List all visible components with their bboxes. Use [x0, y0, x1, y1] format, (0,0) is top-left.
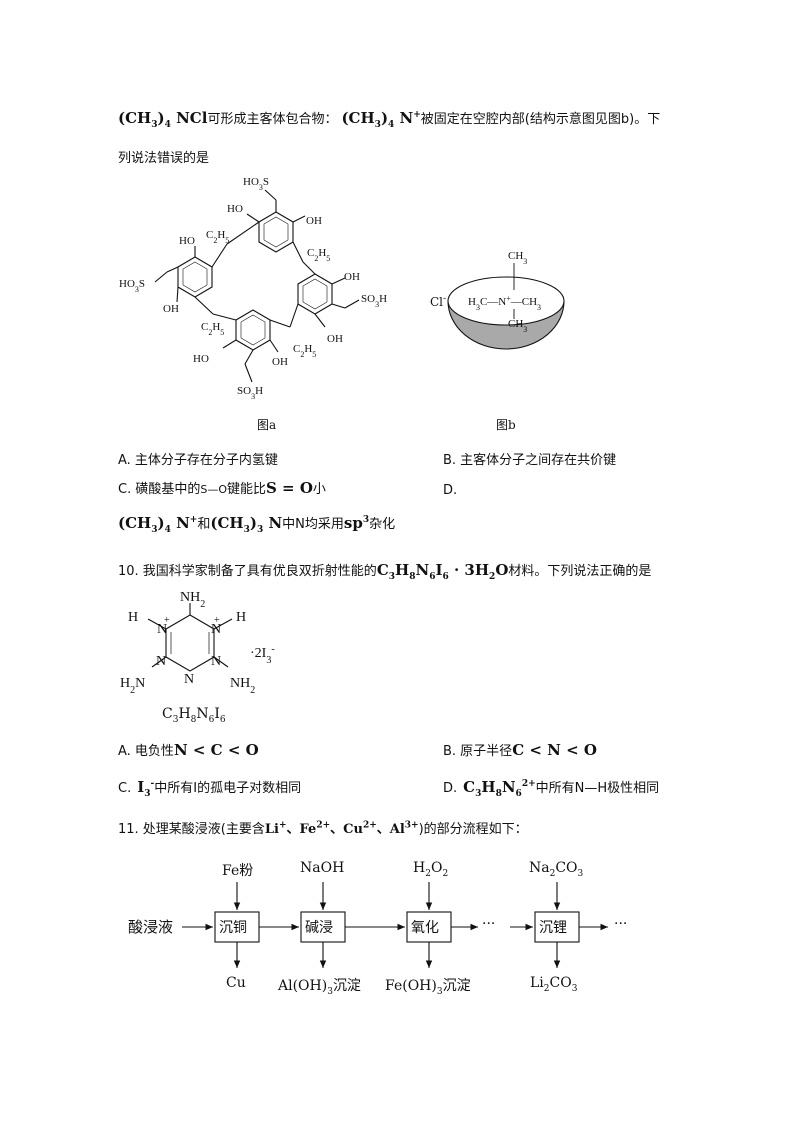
svg-text:H: H — [236, 610, 246, 625]
q10-option-b-prefix: B. 原子半径 — [443, 744, 513, 759]
svg-text:OH: OH — [163, 303, 179, 315]
svg-text:OH: OH — [344, 271, 360, 283]
q9-option-d-body: (CH3)4 N+和(CH3)3 N中N均采用sp3杂化 — [118, 513, 395, 535]
q10-option-d: D. C3H8N62+中所有N—H极性相同 — [443, 777, 659, 799]
svg-text:N: N — [156, 654, 166, 669]
q9-option-d-suffix-a: 中N均采用 — [282, 517, 344, 532]
svg-text:HO: HO — [179, 235, 195, 247]
figure-a-caption: 图a — [257, 418, 277, 432]
q9-option-a: A. 主体分子存在分子内氢键 — [118, 453, 278, 468]
q9-option-c-formula: S = O — [266, 479, 313, 497]
figure-a-calixarene: HO3S HO OH C2H5 C2H5 HO HO3S OH OH SO3H … — [119, 176, 387, 401]
q9-option-d-formula-a: (CH3)4 N+ — [118, 514, 198, 535]
flow-ellipsis-1: ··· — [482, 916, 496, 932]
flow-reagent-naoh: NaOH — [300, 860, 345, 876]
svg-text:C2H5: C2H5 — [293, 343, 316, 359]
q9-option-c-mid: 键能比 — [226, 482, 266, 497]
svg-text:SO3H: SO3H — [237, 385, 263, 401]
svg-text:NH2: NH2 — [180, 590, 205, 610]
figure-b-host-guest: CH3 H3C—N+—CH3 CH3 — [447, 250, 565, 350]
q9-stem-text-b: 被固定在空腔内部(结构示意图见图b)。下 — [420, 112, 661, 127]
svg-text:HO3S: HO3S — [119, 278, 145, 294]
flow-product-cu: Cu — [226, 975, 246, 991]
svg-text:H2N: H2N — [120, 676, 145, 696]
q11-stem-a: 11. 处理某酸浸液(主要含 — [118, 822, 265, 837]
q9-stem-text-a: 可形成主客体包合物： — [207, 112, 338, 127]
svg-text:H: H — [128, 610, 138, 625]
q11-ions: Li+、Fe2+、Cu2+、Al3+ — [264, 820, 419, 837]
svg-text:C2H5: C2H5 — [206, 229, 229, 245]
flow-step-alkali: 碱浸 — [305, 920, 333, 936]
q10-option-c: C. I3-中所有I的孤电子对数相同 — [118, 777, 301, 799]
flow-start: 酸浸液 — [128, 918, 174, 936]
figure-b-chloride: Cl- — [430, 294, 447, 309]
q10-option-a-formula: N < C < O — [173, 741, 259, 759]
q10-structure-caption: C3H8N6I6 — [162, 706, 226, 725]
svg-text:OH: OH — [306, 215, 322, 227]
svg-text:H3C—N+—CH3: H3C—N+—CH3 — [468, 294, 541, 312]
q9-option-c-suffix: 小 — [312, 482, 326, 497]
q11-stem: 11. 处理某酸浸液(主要含Li+、Fe2+、Cu2+、Al3+)的部分流程如下… — [118, 818, 528, 837]
q9-option-c-bond: S—O — [200, 483, 227, 496]
q10-stem: 10. 我国科学家制备了具有优良双折射性能的C3H8N6I6 · 3H2O材料。… — [118, 560, 651, 582]
q10-option-d-formula: C3H8N62+ — [463, 778, 536, 799]
q10-option-c-suffix: 中所有I的孤电子对数相同 — [154, 781, 302, 796]
q10-stem-b: 材料。下列说法正确的是 — [508, 564, 652, 579]
formula-tma-cation: (CH3)4 N+ — [341, 109, 421, 130]
flow-ellipsis-2: ··· — [614, 916, 628, 932]
svg-text:NH2: NH2 — [230, 676, 255, 696]
svg-text:N: N — [211, 622, 221, 637]
svg-text:C2H5: C2H5 — [307, 247, 330, 263]
q9-option-c-prefix: C. 磺酸基中的 — [118, 482, 201, 497]
flow-reagent-fe: Fe粉 — [222, 863, 254, 879]
q9-option-d-and: 和 — [197, 517, 211, 532]
flow-step-lithium: 沉锂 — [539, 920, 567, 936]
q9-stem-line1: (CH3)4 NCl可形成主客体包合物：(CH3)4 N+被固定在空腔内部(结构… — [118, 108, 660, 130]
svg-text:+: + — [214, 615, 220, 626]
q10-option-c-prefix: C. — [118, 781, 132, 796]
q9-option-b: B. 主客体分子之间存在共价键 — [443, 453, 617, 468]
q10-formula: C3H8N6I6 · 3H2O — [376, 561, 509, 582]
q9-option-d-label: D. — [443, 483, 458, 498]
q10-option-a-prefix: A. 电负性 — [118, 744, 174, 759]
svg-text:N: N — [157, 622, 167, 637]
q9-option-d-formula-b: (CH3)3 N — [210, 514, 283, 535]
q9-stem-line2: 列说法错误的是 — [118, 151, 210, 166]
svg-text:CH3: CH3 — [508, 318, 527, 334]
q10-option-b-formula: C < N < O — [512, 741, 597, 759]
svg-text:+: + — [164, 615, 170, 626]
svg-text:N: N — [211, 654, 221, 669]
svg-text:OH: OH — [327, 333, 343, 345]
svg-text:HO3S: HO3S — [243, 176, 269, 192]
formula-tma-cl: (CH3)4 NCl — [118, 109, 208, 130]
svg-text:OH: OH — [272, 356, 288, 368]
flow-reagent-h2o2: H2O2 — [413, 860, 449, 879]
q9-option-c: C. 磺酸基中的S—O键能比S = O小 — [118, 478, 326, 497]
svg-text:HO: HO — [193, 353, 209, 365]
svg-text:CH3: CH3 — [508, 250, 527, 266]
q9-option-d-suffix-b: 杂化 — [369, 517, 396, 532]
q10-melaminium-structure: NH2 H N + N + H N N N H2N NH2 ·2I3- — [120, 590, 275, 696]
flow-reagent-na2co3: Na2CO3 — [529, 860, 584, 879]
flow-diagram — [182, 882, 608, 968]
flow-step-copper: 沉铜 — [219, 920, 247, 936]
q9-option-d-formula-c: sp3 — [343, 514, 370, 532]
q10-option-c-formula: I3- — [137, 778, 155, 799]
q10-option-d-prefix: D. — [443, 781, 458, 796]
svg-text:C2H5: C2H5 — [201, 321, 224, 337]
q10-option-b: B. 原子半径C < N < O — [443, 740, 597, 759]
flow-product-feoh3: Fe(OH)3沉淀 — [385, 978, 471, 997]
q11-stem-b: )的部分流程如下： — [418, 822, 528, 837]
flow-product-li2co3: Li2CO3 — [530, 975, 578, 994]
svg-text:N: N — [184, 672, 194, 687]
figure-b-caption: 图b — [496, 418, 516, 432]
q10-option-d-suffix: 中所有N—H极性相同 — [535, 781, 660, 796]
flow-product-aloh3: Al(OH)3沉淀 — [278, 978, 361, 997]
flow-step-oxidize: 氧化 — [411, 920, 439, 936]
svg-text:SO3H: SO3H — [361, 293, 387, 309]
svg-text:HO: HO — [227, 203, 243, 215]
q10-stem-a: 10. 我国科学家制备了具有优良双折射性能的 — [118, 564, 377, 579]
q10-option-a: A. 电负性N < C < O — [118, 740, 259, 759]
svg-text:·2I3-: ·2I3- — [250, 644, 275, 666]
